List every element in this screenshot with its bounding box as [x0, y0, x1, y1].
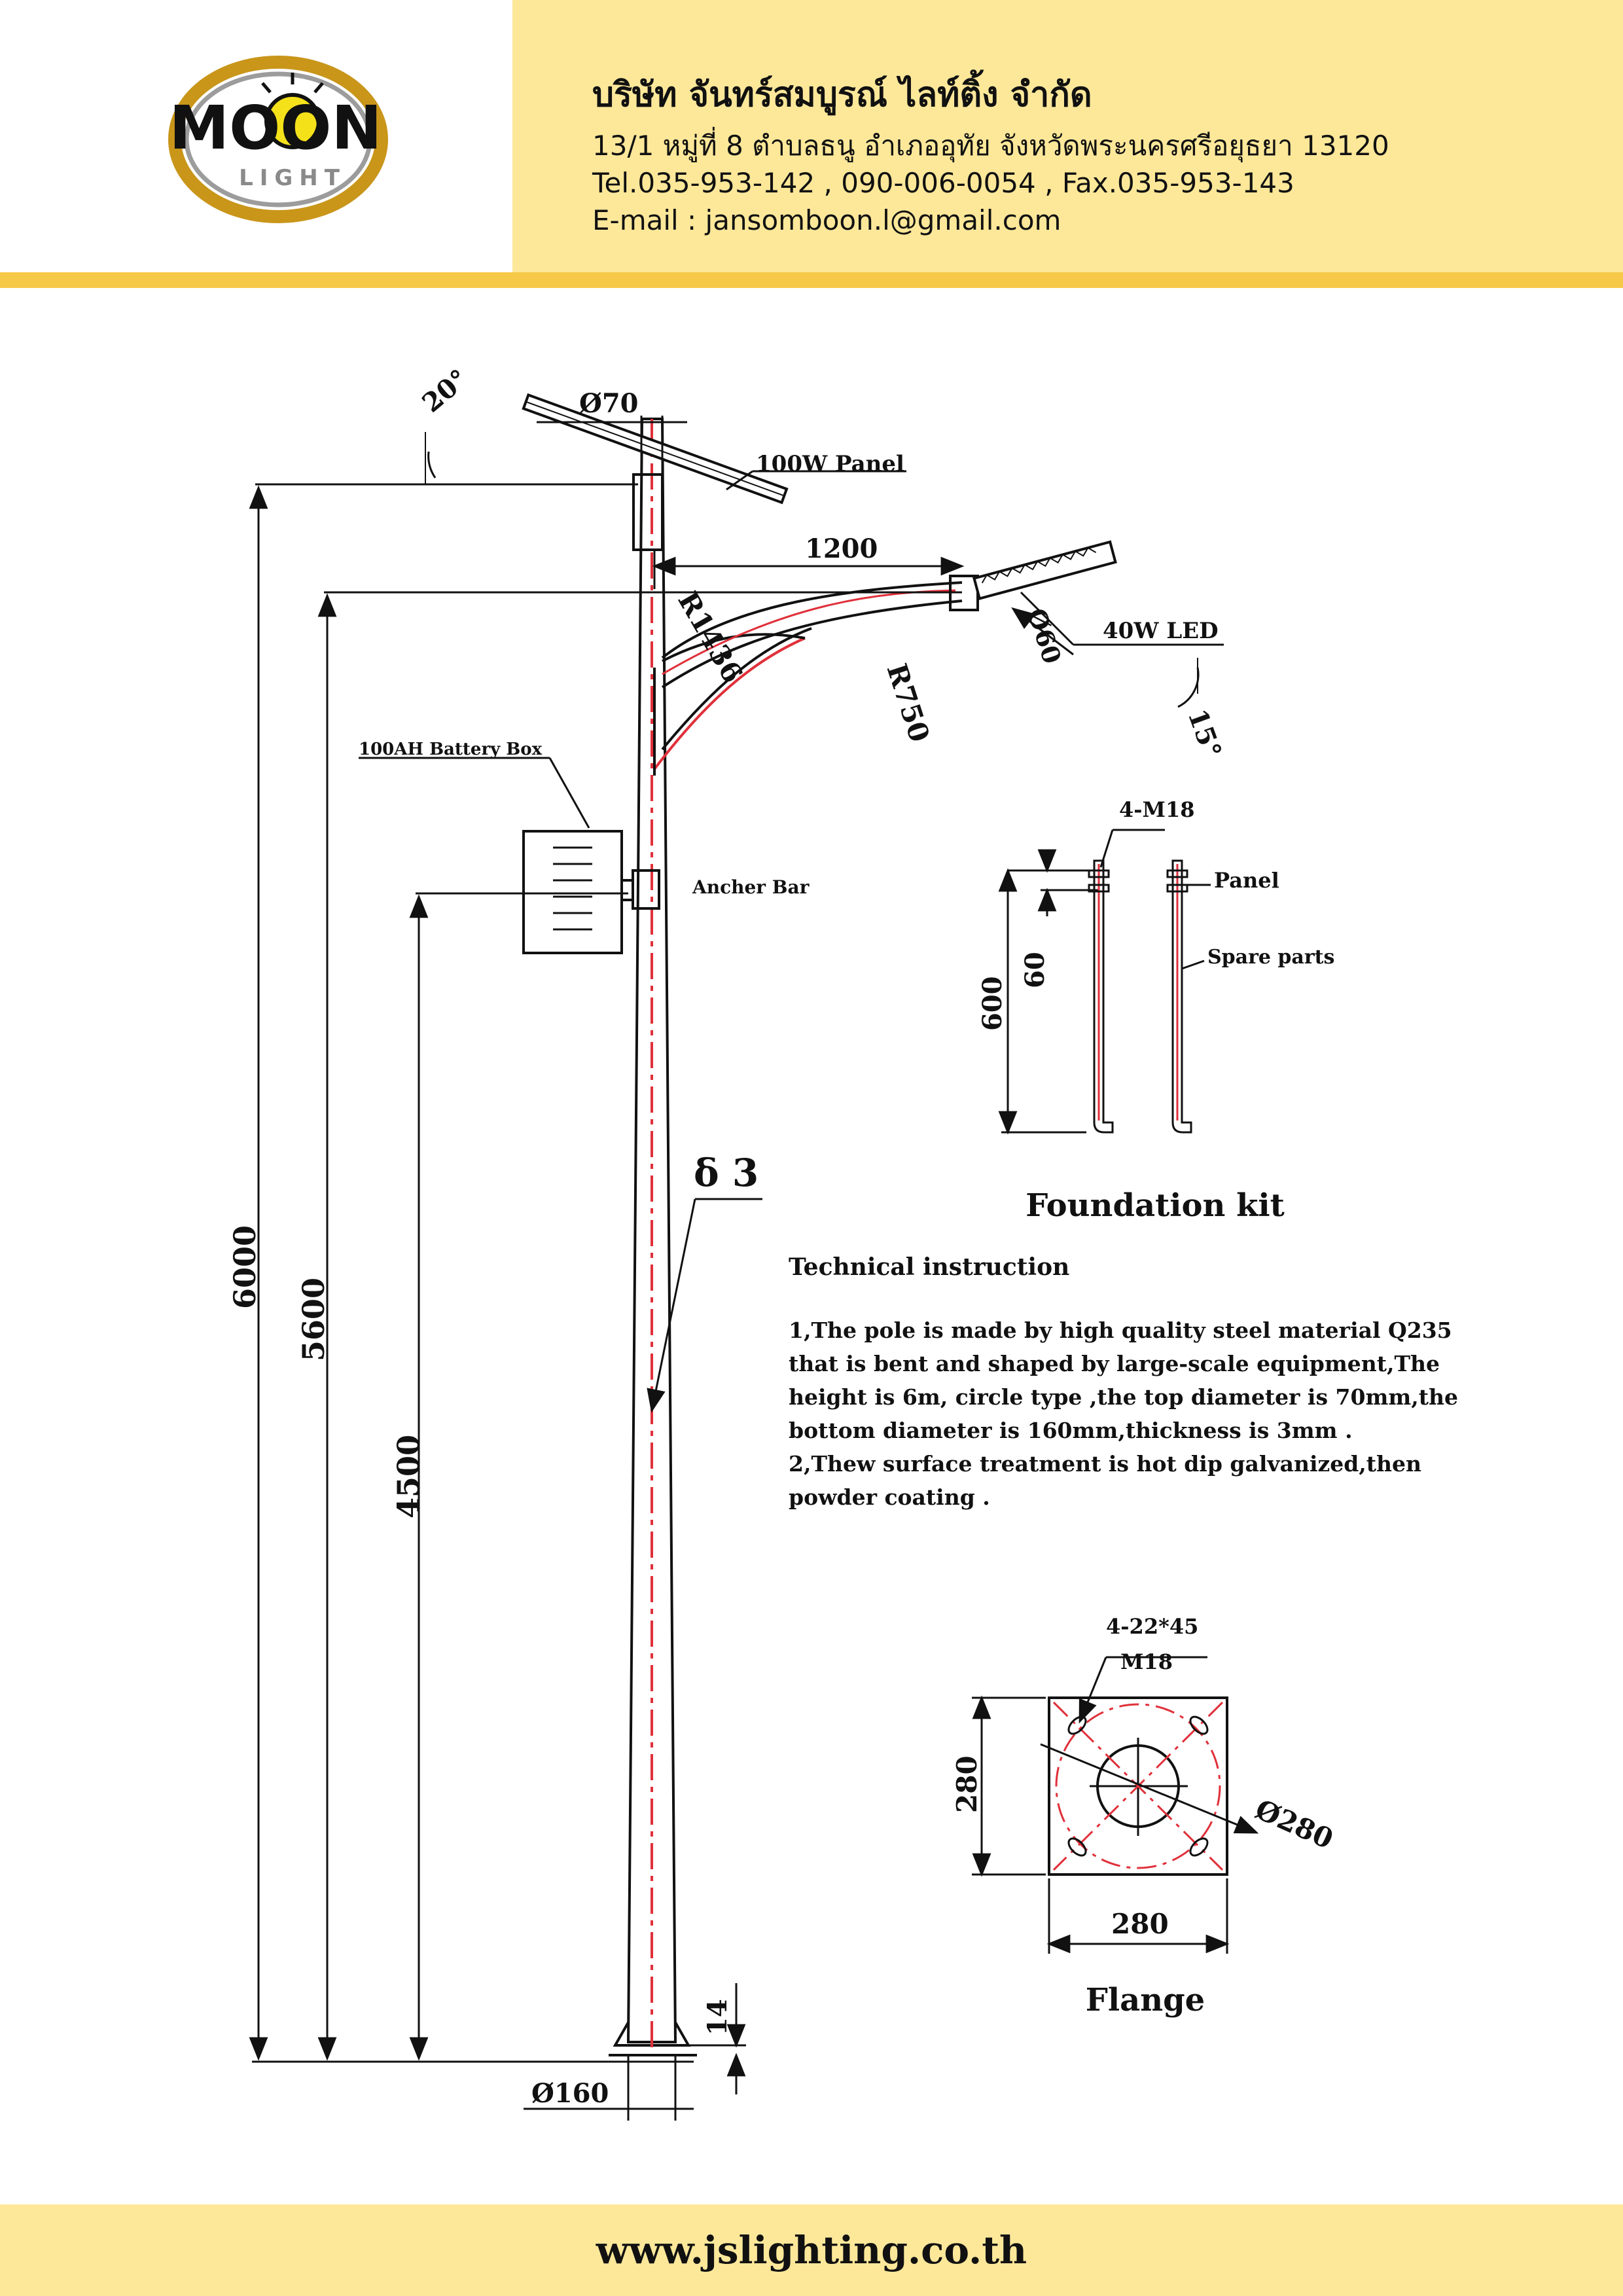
leader-led-diag: [1020, 591, 1075, 646]
flange-hole-2: [1189, 1715, 1209, 1735]
header: MOON LIGHT บริษัท จันทร์สมบูรณ์ ไลท์ติ้ง…: [0, 0, 1623, 288]
flange-dim-diag: [1040, 1743, 1259, 1834]
arm-strut: [662, 633, 806, 662]
flange-hole-4: [1189, 1837, 1209, 1857]
foundation-kit: [998, 829, 1211, 1135]
label-battery: 100AH Battery Box: [359, 740, 543, 759]
flange-bolt-circle: [1055, 1703, 1221, 1869]
pole-dimensions: [249, 416, 1224, 2121]
fk-label-60: 60: [1020, 952, 1050, 988]
technical-item-1: 1,The pole is made by high quality steel…: [789, 1318, 1459, 1443]
label-d60: Ø60: [1022, 605, 1067, 668]
bolt-1-nut-top: [1088, 869, 1110, 878]
website-link[interactable]: www.jslighting.co.th: [596, 2228, 1027, 2272]
anchor-bolt-2: [1171, 859, 1192, 1134]
pole-top-cap: [632, 473, 664, 551]
leader-panel: [726, 470, 753, 491]
pole-body: [626, 418, 677, 2043]
company-address: 13/1 หมู่ที่ 8 ตำบลธนู อำเภออุทัย จังหวั…: [592, 130, 1389, 162]
company-block: บริษัท จันทร์สมบูรณ์ ไลท์ติ้ง จำกัด 13/1…: [592, 72, 1389, 239]
logo-sub: LIGHT: [239, 165, 346, 191]
technical-drawing: Ø70 1200 100W Panel 40W LED R1436 R750 Ø…: [227, 363, 1338, 2121]
fk-leader-spare: [1181, 960, 1205, 970]
logo-rays-icon: [261, 73, 324, 94]
fk-label-spare: Spare parts: [1207, 946, 1334, 969]
label-d160: Ø160: [531, 2078, 609, 2109]
header-panel: [512, 0, 1623, 272]
company-name: บริษัท จันทร์สมบูรณ์ ไลท์ติ้ง จำกัด: [592, 75, 1092, 115]
lamp-arm-upper: [661, 581, 963, 659]
label-panel: 100W Panel: [756, 451, 904, 477]
anchor-bar-clamp: [632, 869, 660, 910]
flange-title: Flange: [1086, 1982, 1205, 2018]
flange-label-height: 280: [951, 1755, 983, 1813]
technical-instruction: Technical instruction 1,The pole is made…: [789, 1253, 1499, 1514]
logo-word: MOON: [169, 93, 382, 163]
flange-label-diag: Ø280: [1251, 1793, 1338, 1855]
label-angle-panel: 20°: [416, 363, 474, 419]
leader-thickness: [647, 1198, 696, 1413]
battery-vents: [553, 846, 592, 931]
flange-plate: [1048, 1696, 1228, 1876]
bolt-2-nut-bottom: [1166, 884, 1188, 893]
moon-light-logo: MOON LIGHT: [168, 56, 388, 223]
label-anchor: Ancher Bar: [692, 876, 810, 898]
fk-label-bolts: 4-M18: [1119, 797, 1195, 822]
technical-item-2: 2,Thew surface treatment is hot dip galv…: [789, 1451, 1422, 1510]
leader-battery: [548, 757, 590, 829]
label-5600: 5600: [296, 1278, 331, 1361]
logo-inner-ring: [184, 71, 372, 207]
logo-ring: [168, 56, 388, 223]
company-phones: Tel.035-953-142 , 090-006-0054 , Fax.035…: [592, 167, 1294, 199]
arm-brace-red: [653, 637, 806, 770]
technical-title: Technical instruction: [789, 1253, 1070, 1281]
header-strip: [0, 272, 1623, 288]
angle-arc-lamp: [1177, 667, 1200, 708]
fk-label-panel: Panel: [1214, 868, 1279, 893]
led-lamp-head: [972, 540, 1117, 600]
leader-d60: [1011, 607, 1074, 656]
bolt-2-nut-top: [1166, 869, 1188, 878]
company-email: E-mail : jansomboon.l@gmail.com: [592, 204, 1061, 236]
fk-label-600: 600: [977, 977, 1008, 1031]
flange-label-holes: 4-22*45: [1106, 1614, 1198, 1639]
battery-box: [522, 830, 623, 954]
label-thickness: δ 3: [694, 1151, 758, 1195]
flange-leader: [1079, 1657, 1107, 1724]
anchor-bolt-1: [1093, 859, 1114, 1134]
flange-hole-3: [1067, 1837, 1087, 1857]
flange-label-bolt: M18: [1120, 1649, 1173, 1674]
flange: [972, 1656, 1259, 1954]
label-angle-lamp: 15°: [1182, 705, 1228, 762]
label-4500: 4500: [391, 1435, 426, 1518]
bolt-1-nut-bottom: [1088, 884, 1110, 893]
label-d70: Ø70: [579, 388, 639, 419]
angle-arc-panel: [427, 451, 437, 478]
label-led: 40W LED: [1103, 618, 1219, 644]
logo-bulb-icon: [264, 93, 321, 149]
flange-label-width: 280: [1111, 1908, 1169, 1940]
footer: www.jslighting.co.th: [0, 2204, 1623, 2296]
lamp-arm-lower: [661, 600, 963, 689]
fk-leader-m18: [1099, 829, 1114, 868]
label-14: 14: [702, 1999, 733, 2036]
solar-panel: [522, 393, 789, 505]
pole-assembly: [522, 393, 1117, 2056]
label-6000: 6000: [227, 1225, 262, 1309]
label-r750: R750: [880, 660, 935, 746]
label-1200: 1200: [805, 533, 878, 564]
foundation-title: Foundation kit: [1026, 1187, 1285, 1224]
